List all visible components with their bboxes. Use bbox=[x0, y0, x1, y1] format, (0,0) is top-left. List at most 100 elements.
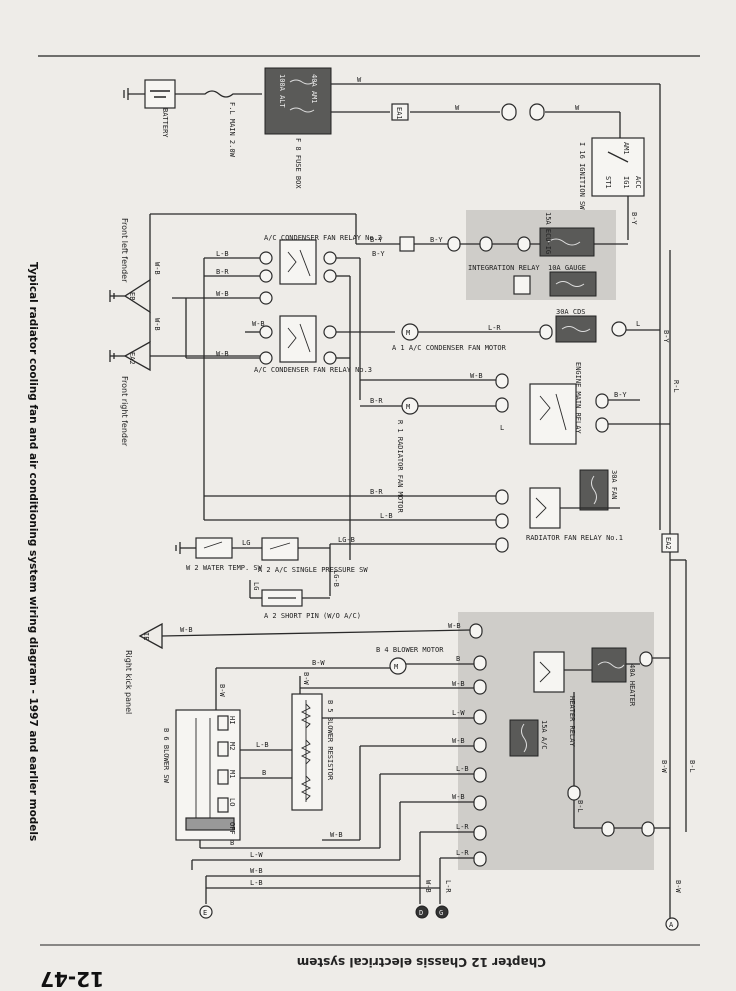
heater-relay-label: HEATER RELAY bbox=[568, 696, 576, 747]
fuse-10a-gauge: 10A GAUGE bbox=[548, 264, 597, 297]
wire-w-right: W bbox=[575, 104, 580, 112]
ignition-st1: ST1 bbox=[604, 176, 612, 189]
wire-b-y-emr: B-Y bbox=[614, 391, 627, 399]
wire-b-l-h: B-L bbox=[576, 800, 584, 813]
wire-w-b-kick: W-B bbox=[180, 626, 193, 634]
fuse-box: 100A ALT 40A AM1 F 8 FUSE BOX bbox=[264, 67, 332, 189]
wire-w-b-r3b: W-B bbox=[252, 320, 265, 328]
wire-w-b-emr: W-B bbox=[470, 372, 483, 380]
wire-l-r-5: L-R bbox=[456, 823, 469, 831]
wire-l-b-lower: L-B bbox=[250, 879, 263, 887]
blower-motor: M B 4 BLOWER MOTOR bbox=[376, 646, 444, 675]
wire-b-y-r2: B-Y bbox=[372, 250, 385, 258]
wire-lg-b-psw: LG-B bbox=[332, 570, 340, 587]
ground-front-left-fender: Front left fender EB bbox=[109, 214, 151, 314]
terminal-a: A bbox=[665, 917, 679, 931]
ac-condenser-fan-relay-2: A/C CONDENSER FAN RELAY No.2 bbox=[264, 234, 382, 285]
wire-w-b-2: W-B bbox=[452, 737, 465, 745]
wire-w-b-gnd2: W-B bbox=[153, 318, 161, 331]
ac-cond-fan-motor-label: A 1 A/C CONDENSER FAN MOTOR bbox=[392, 344, 507, 352]
fuse-10a-label: 10A GAUGE bbox=[548, 264, 586, 272]
wire-l-w-1: L-W bbox=[452, 709, 465, 717]
water-temp-switch: W 2 WATER TEMP. SW bbox=[175, 537, 263, 572]
ac-condenser-fan-relay-3: A/C CONDENSER FAN RELAY No.3 bbox=[254, 315, 372, 374]
fuse-30a-fan: 30A FAN bbox=[579, 469, 618, 511]
wire-b-y-ign: B-Y bbox=[630, 212, 638, 225]
radiator-fan-relay-label: RADIATOR FAN RELAY No.1 bbox=[526, 534, 623, 542]
blower-sw-m1: M1 bbox=[228, 770, 236, 778]
integration-relay bbox=[513, 275, 531, 295]
wire-lg-wt: LG bbox=[242, 539, 250, 547]
short-pin-label: A 2 SHORT PIN (W/O A/C) bbox=[264, 612, 361, 620]
integration-relay-label: INTEGRATION RELAY bbox=[468, 264, 540, 272]
blower-switch: HI M2 M1 LO OFF B 6 BLOWER SW bbox=[162, 709, 241, 841]
wire-b-y-right: B-Y bbox=[662, 330, 670, 343]
engine-main-relay: ENGINE MAIN RELAY bbox=[529, 362, 582, 445]
wire-b-w-h: B-W bbox=[660, 760, 668, 773]
ground-front-right-fender: Front right fender EA2 bbox=[109, 340, 260, 447]
chapter-title: Chapter 12 Chassis electrical system bbox=[297, 955, 546, 969]
fuse-box-label: F 8 FUSE BOX bbox=[294, 138, 302, 189]
wire-w-b-3: W-B bbox=[330, 831, 343, 839]
blower-sw-hi: HI bbox=[228, 716, 236, 724]
terminal-e-label: E bbox=[203, 909, 207, 917]
fuse-30a-cds: 30A CDS bbox=[555, 308, 597, 343]
ac-relay3-label: A/C CONDENSER FAN RELAY No.3 bbox=[254, 366, 372, 374]
fuse-15a-ecu-ig: 15A ECU-IG bbox=[539, 212, 595, 257]
wire-l-b-2: L-B bbox=[456, 765, 469, 773]
wire-b-w-br: B-W bbox=[302, 672, 310, 685]
battery-label: BATTERY bbox=[161, 108, 169, 138]
fuse-15a-ac-label: 15A A/C bbox=[540, 720, 548, 750]
blower-sw-lo: LO bbox=[228, 798, 236, 806]
wire-lg-b-rfr: LG-B bbox=[338, 536, 355, 544]
fuse-15a-label: 15A ECU-IG bbox=[544, 212, 552, 254]
wire-b-w-a: B-W bbox=[674, 880, 682, 893]
blower-sw-off: OFF bbox=[228, 822, 236, 835]
svg-text:M: M bbox=[394, 663, 398, 671]
wire-l-cds: L bbox=[636, 320, 640, 328]
blower-resistor: B 5 BLOWER RESISTOR bbox=[291, 693, 334, 811]
front-right-fender-label: Front right fender bbox=[120, 376, 129, 447]
fuse-40a-heater: 40A HEATER bbox=[591, 647, 636, 707]
fuse-15a-ac: 15A A/C bbox=[509, 719, 548, 757]
terminal-d-label: D bbox=[419, 909, 423, 917]
wire-w-b-lower2: W-B bbox=[250, 867, 263, 875]
connector-eb-label: EB bbox=[128, 292, 136, 300]
ac-relay2-label: A/C CONDENSER FAN RELAY No.2 bbox=[264, 234, 382, 242]
ignition-am1: AM1 bbox=[622, 142, 630, 155]
wire-b-lower: B bbox=[230, 839, 234, 847]
page-number: 12-47 bbox=[40, 967, 104, 991]
wire-w-b-r2: W-B bbox=[216, 290, 229, 298]
terminal-e: E bbox=[199, 905, 213, 919]
wire-l-r-g: L-R bbox=[444, 880, 452, 893]
blower-sw-m2: M2 bbox=[228, 742, 236, 750]
right-kick-panel-label: Right kick panel bbox=[124, 650, 133, 714]
wire-b-y-2: B-Y bbox=[370, 236, 383, 244]
terminal-a-label: A bbox=[669, 921, 674, 929]
wire-b-l-h2: B-L bbox=[688, 760, 696, 773]
blower-sw-label: B 6 BLOWER SW bbox=[162, 728, 170, 784]
fuse-100a-label: 100A ALT bbox=[278, 74, 286, 109]
wire-b-r-rfm: B-R bbox=[370, 397, 383, 405]
wire-w-b-kick2: W-B bbox=[448, 622, 461, 630]
wire-b-y-1: B-Y bbox=[430, 236, 443, 244]
wire-b-r-r2: B-R bbox=[216, 268, 229, 276]
radiator-fan-motor-label: R 1 RADIATOR FAN MOTOR bbox=[396, 420, 404, 514]
ignition-acc: ACC bbox=[634, 176, 642, 189]
wire-w-b-r3: W-B bbox=[216, 350, 229, 358]
pressure-sw-label: A 2 A/C SINGLE PRESSURE SW bbox=[258, 566, 368, 574]
terminal-g: G bbox=[435, 905, 449, 919]
wire-r-bsw: B bbox=[262, 769, 266, 777]
fuse-40a-label: 40A AM1 bbox=[310, 74, 318, 104]
ac-pressure-switch: A 2 A/C SINGLE PRESSURE SW bbox=[258, 537, 368, 574]
terminal-g-label: G bbox=[439, 909, 443, 917]
fl-main-label: F.L MAIN 2.0W bbox=[228, 102, 236, 158]
fuse-30a-fan-label: 30A FAN bbox=[610, 470, 618, 500]
connector-ea2-label: EA2 bbox=[664, 537, 672, 550]
wire-w-b-bm: W-B bbox=[452, 680, 465, 688]
wire-l-b-r2: L-B bbox=[216, 250, 229, 258]
ignition-ig1: IG1 bbox=[622, 176, 630, 189]
connector-ie-label: IE bbox=[142, 632, 150, 640]
connector-ea2 bbox=[661, 533, 679, 553]
